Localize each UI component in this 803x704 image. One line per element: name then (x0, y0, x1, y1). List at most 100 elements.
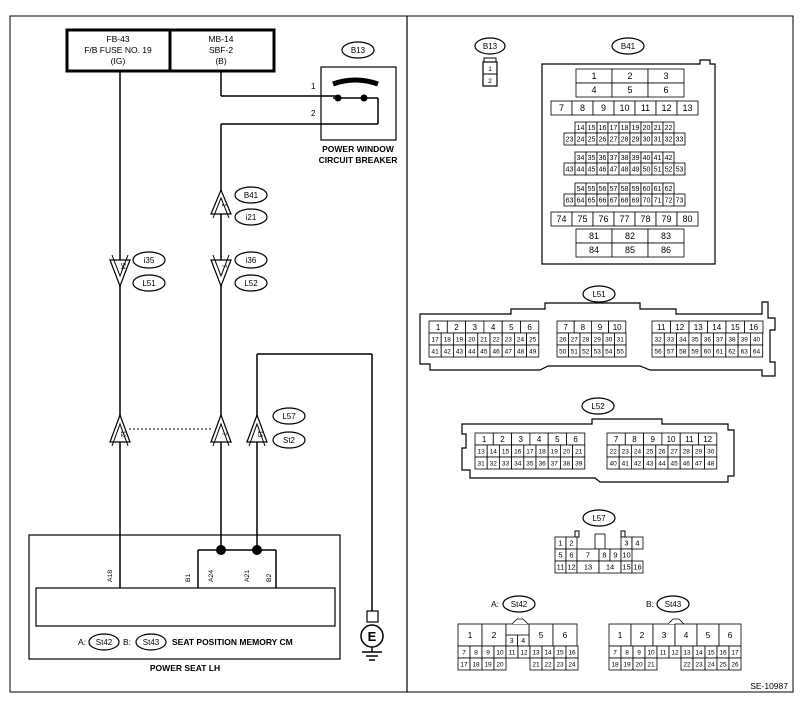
pin-label: 9 (486, 649, 490, 656)
pin-label: 43 (566, 167, 574, 174)
pin-label: 21 (532, 661, 540, 668)
pin-label: 55 (617, 348, 625, 355)
pin-label: 74 (556, 214, 566, 224)
pin-label: 59 (632, 186, 640, 193)
pin-label: 10 (613, 323, 622, 332)
pin-label: 30 (605, 336, 613, 343)
pin-label: 42 (444, 348, 452, 355)
pin-label: 43 (646, 460, 654, 467)
svg-text:(B): (B) (215, 56, 227, 66)
pin-label: 7 (586, 551, 590, 560)
connector-view-b13: B13 1 2 (474, 37, 506, 87)
seat-position-memory-module: A18 B1 A24 A21 B2 A: St42 B: St43 SEAT P… (28, 534, 341, 673)
pin-cell (631, 536, 644, 550)
pin-label: 25 (529, 336, 537, 343)
pin-label: 20 (635, 661, 643, 668)
pin-label: 83 (661, 231, 671, 241)
pin-label: 48 (707, 460, 715, 467)
figure-id: SE-10987 (750, 681, 788, 691)
pin-label: 4 (521, 638, 525, 645)
svg-text:2: 2 (488, 78, 492, 85)
connector-l57-st2: 12 7 13 L57 St2 (109, 407, 306, 449)
pin-label: 13 (584, 563, 592, 572)
pin-label: 20 (643, 125, 651, 132)
pin-label: 34 (514, 460, 522, 467)
pin-label: 2 (500, 435, 505, 444)
svg-text:L52: L52 (244, 279, 258, 288)
pin-label: 1 (558, 539, 562, 548)
pin-label: 37 (551, 460, 559, 467)
pin-label: 53 (594, 348, 602, 355)
pin-label: 16 (719, 649, 727, 656)
svg-text:CIRCUIT BREAKER: CIRCUIT BREAKER (319, 155, 398, 165)
pin-label: 19 (623, 661, 631, 668)
pin-label: 10 (667, 435, 676, 444)
svg-text:1: 1 (488, 66, 492, 73)
pin-label: 77 (619, 214, 629, 224)
pin-cell (647, 242, 685, 258)
pin-label: 9 (651, 435, 656, 444)
svg-text:L51: L51 (142, 279, 156, 288)
pin-label: 22 (544, 661, 552, 668)
pin-label: 19 (551, 448, 559, 455)
pin-label: 26 (731, 661, 739, 668)
svg-text:St43: St43 (665, 600, 682, 609)
pin-label: 42 (665, 155, 673, 162)
pin-label: 15 (556, 649, 564, 656)
pin-cell (572, 456, 586, 470)
pin-label: 1 (468, 630, 473, 640)
pin-label: 6 (663, 85, 668, 95)
svg-text:1: 1 (220, 203, 226, 207)
pin-label: 37 (716, 336, 724, 343)
pin-label: 12 (520, 649, 528, 656)
pin-label: 35 (588, 155, 596, 162)
pin-label: 40 (643, 155, 651, 162)
pin-label: 6 (569, 551, 573, 560)
pin-label: 42 (634, 460, 642, 467)
pin-label: 39 (575, 460, 583, 467)
pin-label: 7 (563, 323, 568, 332)
svg-text:POWER WINDOW: POWER WINDOW (322, 144, 395, 154)
pin-label: 25 (588, 137, 596, 144)
pin-label: 34 (577, 155, 585, 162)
pin-label: 52 (582, 348, 590, 355)
pin-label: 30 (707, 448, 715, 455)
pin-label: 11 (641, 103, 650, 113)
pin-label: 8 (581, 323, 586, 332)
pin-label: 29 (594, 336, 602, 343)
pin-label: 5 (627, 85, 632, 95)
pin-label: 1 (618, 630, 623, 640)
pin-label: 7 (614, 435, 619, 444)
pin-label: 1 (482, 435, 487, 444)
pin-label: 16 (514, 448, 522, 455)
pin-label: 38 (563, 460, 571, 467)
svg-text:MB-14: MB-14 (208, 34, 233, 44)
pin-label: 44 (577, 167, 585, 174)
svg-text:E: E (368, 629, 377, 644)
pin-label: 23 (505, 336, 513, 343)
pin-label: 17 (526, 448, 534, 455)
pin-label: 3 (662, 630, 667, 640)
svg-text:B:: B: (646, 599, 654, 609)
svg-text:FB-43: FB-43 (106, 34, 129, 44)
pin-label: 28 (621, 137, 629, 144)
pin-label: 9 (598, 323, 603, 332)
pin-label: 5 (555, 435, 560, 444)
pin-label: 35 (691, 336, 699, 343)
pin-label: 50 (559, 348, 567, 355)
pin-label: 13 (682, 103, 692, 113)
pin-label: 86 (661, 245, 671, 255)
connector-b41-i21: 1 B41 i21 (210, 186, 268, 226)
svg-text:L57: L57 (592, 514, 606, 523)
pin-label: 44 (658, 460, 666, 467)
pin-label: 6 (563, 630, 568, 640)
pin-label: 36 (599, 155, 607, 162)
pin-label: 10 (496, 649, 504, 656)
pin-label: 1 (591, 71, 596, 81)
pin-label: 26 (658, 448, 666, 455)
pin-label: 5 (509, 323, 514, 332)
pin-label: 84 (589, 245, 599, 255)
pin-label: 39 (741, 336, 749, 343)
pin-label: 15 (622, 563, 630, 572)
